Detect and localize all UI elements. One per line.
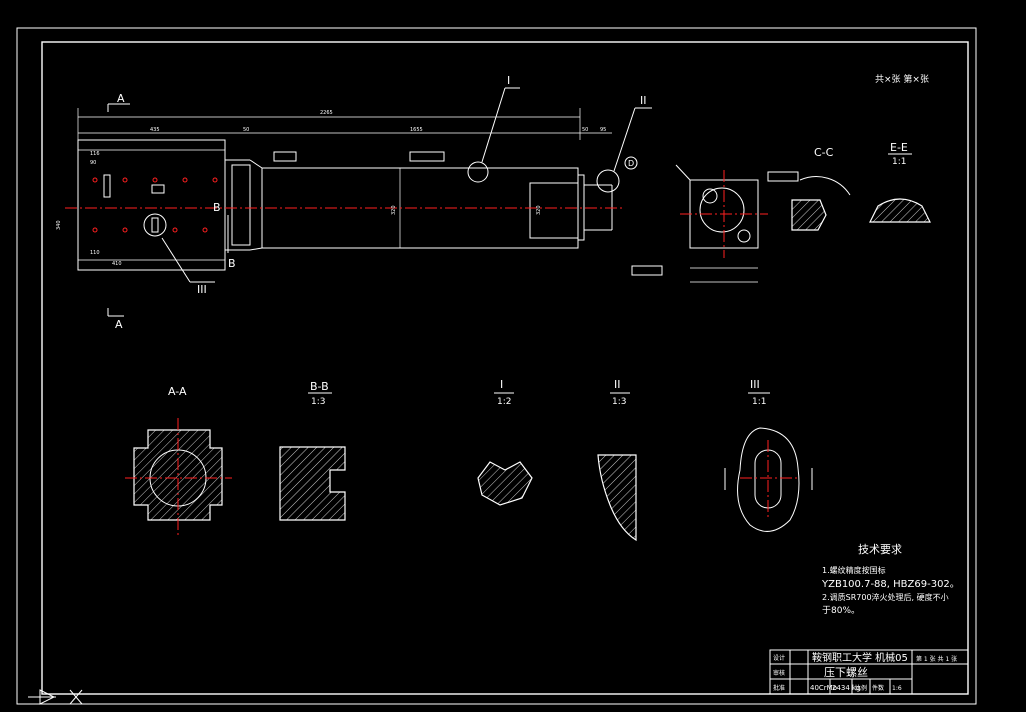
dim-dia-right: 320 (536, 205, 542, 215)
tech-req-line-2: YZB100.7-88, HBZ69-302。 (821, 579, 960, 590)
title-block-school: 鞍钢职工大学 机械05 (812, 651, 908, 664)
view-bb: B-B 1:3 (279, 380, 346, 521)
title-block-scale-label: 比例 (855, 684, 867, 692)
view-bb-scale: 1:3 (311, 397, 325, 407)
view-d1-scale: 1:2 (497, 397, 511, 407)
view-d2-scale: 1:3 (612, 397, 626, 407)
dim-overall-length: 2265 (320, 110, 333, 116)
tech-req-line-3: 2.调质SR700淬火处理后, 硬度不小 (822, 592, 949, 602)
view-detail-1: I 1:2 (477, 378, 533, 506)
view-ee-scale: 1:1 (892, 157, 906, 167)
view-d3-scale: 1:1 (752, 397, 766, 407)
title-block-sheet: 第 1 张 共 1 张 (916, 655, 957, 663)
title-block-row-3: 批准 (773, 684, 785, 692)
detail-2-callout: II (640, 94, 647, 107)
outer-border (16, 27, 977, 705)
tech-req-line-4: 于80%。 (822, 605, 860, 616)
title-block-material: 40CrMo (810, 684, 837, 692)
title-block-scale-value: 1:6 (892, 685, 902, 692)
dim-110: 110 (90, 250, 100, 256)
section-a-top: A (117, 92, 125, 105)
view-d1-title: I (500, 378, 503, 391)
dim-seg-mid-small: 50 (243, 127, 249, 133)
view-d3-title: III (750, 378, 760, 391)
title-block-qty-label: 件数 (872, 684, 884, 692)
dim-116: 116 (90, 151, 100, 157)
view-aa-title: A-A (168, 385, 187, 398)
main-shaft-view: 2265 435 50 1655 50 95 (56, 74, 652, 331)
sheet-quantity-note: 共×张 第×张 (875, 73, 929, 85)
view-ee-title: E-E (890, 141, 908, 154)
detail-3-callout: III (197, 283, 207, 296)
section-a-bottom: A (115, 318, 123, 331)
section-b-top: B (213, 201, 221, 214)
view-detail-3: III 1:1 (724, 378, 813, 532)
dim-90: 90 (90, 160, 96, 166)
technical-requirements: 技术要求 1.螺纹精度按国标 YZB100.7-88, HBZ69-302。 2… (821, 543, 960, 616)
dim-seg-r2: 95 (600, 127, 606, 133)
end-view (631, 164, 799, 283)
dim-seg-main: 1655 (410, 127, 423, 133)
dim-410: 410 (112, 261, 122, 267)
tech-req-title: 技术要求 (858, 543, 902, 556)
view-cc-title: C-C (814, 146, 834, 159)
title-block-row-2: 审核 (773, 669, 785, 677)
title-block-part-name: 压下螺丝 (824, 666, 868, 679)
title-block-row-1: 设计 (773, 654, 785, 662)
view-cc: C-C (791, 146, 851, 231)
title-block-weight: 2434 kg (832, 684, 861, 692)
section-b-bottom: B (228, 257, 236, 270)
tech-req-line-1: 1.螺纹精度按国标 (822, 565, 886, 575)
view-ee: E-E 1:1 (869, 141, 931, 223)
dim-dia-left: 340 (56, 220, 62, 230)
title-block: 鞍钢职工大学 机械05 压下螺丝 40CrMo 2434 kg 比例 1:6 件… (769, 649, 969, 695)
corner-marker (28, 689, 83, 705)
view-detail-2: II 1:3 (597, 378, 637, 542)
inner-border (41, 41, 969, 695)
detail-1-callout: I (507, 74, 510, 87)
d-marker: D (628, 159, 634, 168)
dim-seg-r1: 50 (582, 127, 588, 133)
view-bb-title: B-B (310, 380, 329, 393)
dim-dia-main: 320 (391, 205, 397, 215)
dim-seg-left: 435 (150, 127, 160, 133)
view-d2-title: II (614, 378, 621, 391)
view-aa: A-A (125, 385, 232, 535)
